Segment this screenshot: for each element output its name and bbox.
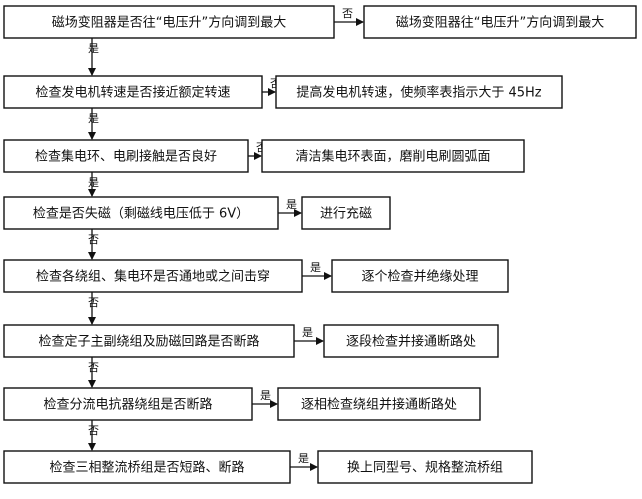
node-fix-ground-short: 逐个检查并绝缘处理: [331, 259, 509, 293]
node-box: [277, 387, 481, 421]
edge-check-reactor-open-to-check-bridge: 否: [88, 420, 99, 451]
node-box: [331, 259, 509, 293]
node-label: 逐个检查并绝缘处理: [361, 269, 478, 285]
node-check-speed: 检查发电机转速是否接近额定转速: [3, 75, 263, 109]
node-label: 检查分流电抗器绕组是否断路: [43, 397, 212, 413]
edge-label: 否: [88, 296, 99, 309]
node-label: 换上同型号、规格整流桥组: [347, 460, 503, 476]
node-label: 提高发电机转速，使频率表指示大于 45Hz: [296, 85, 541, 101]
node-box: [3, 324, 295, 358]
node-box: [3, 139, 249, 173]
node-label: 检查是否失磁（剩磁线电压低于 6V）: [33, 207, 249, 222]
node-box: [3, 75, 263, 109]
edge-check-field-rheostat-to-check-speed: 是: [88, 38, 99, 76]
node-box: [363, 5, 637, 39]
node-check-stator-open: 检查定子主副绕组及励磁回路是否断路: [3, 324, 295, 358]
edge-label: 否: [88, 361, 99, 374]
edge-label: 是: [302, 326, 313, 339]
node-label: 检查三相整流桥组是否短路、断路: [49, 460, 244, 476]
node-box: [3, 387, 253, 421]
edge-check-bridge-to-fix-bridge: 是: [290, 452, 318, 471]
node-fix-reactor-open: 逐相检查绕组并接通断路处: [277, 387, 481, 421]
node-label: 检查集电环、电刷接触是否良好: [35, 149, 217, 165]
nodes-layer: 磁场变阻器是否往“电压升”方向调到最大 磁场变阻器往“电压升”方向调到最大检查发电…: [3, 5, 637, 484]
node-label: 进行充磁: [320, 206, 372, 222]
node-label: 磁场变阻器往“电压升”方向调到最大: [396, 15, 604, 31]
node-fix-bridge: 换上同型号、规格整流桥组: [317, 450, 533, 484]
node-box: [301, 196, 391, 230]
edges-layer: 否是否是否是是否是否是否是否是: [88, 7, 364, 471]
node-label: 检查各绕组、集电环是否通地或之间击穿: [36, 269, 270, 285]
edge-label: 否: [88, 233, 99, 246]
node-label: 逐相检查绕组并接通断路处: [301, 397, 457, 413]
edge-check-ground-short-to-fix-ground-short: 是: [302, 261, 332, 280]
node-label: 逐段检查并接通断路处: [346, 334, 476, 350]
node-check-bridge: 检查三相整流桥组是否短路、断路: [3, 450, 291, 484]
node-fix-field-rheostat: 磁场变阻器往“电压升”方向调到最大: [363, 5, 637, 39]
node-label: 检查定子主副绕组及励磁回路是否断路: [38, 334, 259, 350]
node-box: [3, 450, 291, 484]
edge-check-speed-to-check-slip-ring: 是: [88, 108, 99, 140]
node-box: [3, 5, 335, 39]
edge-check-demagnetized-to-fix-demagnetized: 是: [278, 198, 302, 217]
node-check-demagnetized: 检查是否失磁（剩磁线电压低于 6V）: [3, 196, 279, 230]
edge-label: 是: [88, 42, 99, 55]
node-label: 清洁集电环表面，磨削电刷圆弧面: [295, 149, 490, 165]
node-check-ground-short: 检查各绕组、集电环是否通地或之间击穿: [3, 259, 303, 293]
node-check-field-rheostat: 磁场变阻器是否往“电压升”方向调到最大: [3, 5, 335, 39]
edge-label: 否: [88, 424, 99, 437]
edge-label: 是: [260, 389, 271, 402]
node-box: [3, 259, 303, 293]
edge-label: 是: [88, 112, 99, 125]
edge-check-demagnetized-to-check-ground-short: 否: [88, 229, 99, 260]
node-fix-stator-open: 逐段检查并接通断路处: [323, 324, 499, 358]
edge-check-ground-short-to-check-stator-open: 否: [88, 292, 99, 325]
node-box: [317, 450, 533, 484]
node-check-reactor-open: 检查分流电抗器绕组是否断路: [3, 387, 253, 421]
edge-label: 是: [88, 176, 99, 189]
node-fix-slip-ring: 清洁集电环表面，磨削电刷圆弧面: [261, 139, 525, 173]
edge-label: 是: [286, 198, 297, 211]
node-label: 磁场变阻器是否往“电压升”方向调到最大: [52, 15, 286, 31]
node-check-slip-ring: 检查集电环、电刷接触是否良好: [3, 139, 249, 173]
node-label: 检查发电机转速是否接近额定转速: [35, 85, 230, 101]
node-box: [323, 324, 499, 358]
edge-label: 是: [298, 452, 309, 465]
node-fix-speed: 提高发电机转速，使频率表指示大于 45Hz: [275, 75, 563, 109]
edge-check-reactor-open-to-fix-reactor-open: 是: [252, 389, 278, 408]
edge-check-stator-open-to-fix-stator-open: 是: [294, 326, 324, 345]
node-box: [275, 75, 563, 109]
edge-check-stator-open-to-check-reactor-open: 否: [88, 357, 99, 388]
edge-check-field-rheostat-to-fix-field-rheostat: 否: [334, 7, 364, 26]
node-box: [261, 139, 525, 173]
edge-label: 否: [342, 7, 353, 20]
edge-check-slip-ring-to-check-demagnetized: 是: [88, 172, 99, 197]
node-box: [3, 196, 279, 230]
edge-label: 是: [310, 261, 321, 274]
node-fix-demagnetized: 进行充磁: [301, 196, 391, 230]
